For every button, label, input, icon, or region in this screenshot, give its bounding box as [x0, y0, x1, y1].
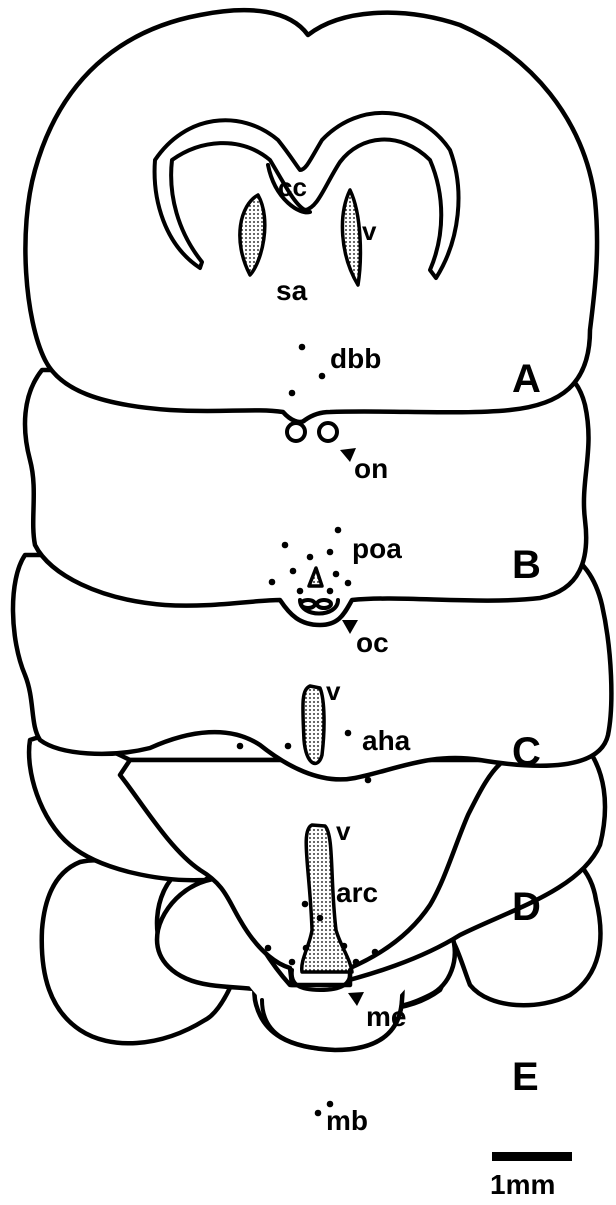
- label-me: me: [366, 1001, 406, 1032]
- label-mb: mb: [326, 1105, 368, 1136]
- ventricle-c: [303, 686, 324, 763]
- label-v-c: v: [326, 676, 341, 706]
- label-v-a: v: [362, 216, 377, 246]
- section-label-a: A: [512, 357, 541, 401]
- label-v-d: v: [336, 816, 351, 846]
- section-label-e: E: [512, 1055, 539, 1099]
- scale-bar: [492, 1152, 572, 1161]
- section-label-b: B: [512, 543, 541, 587]
- label-poa: poa: [352, 533, 402, 564]
- label-sa: sa: [276, 275, 308, 306]
- label-arc: arc: [336, 877, 378, 908]
- section-label-c: C: [512, 730, 541, 774]
- label-cc: cc: [278, 172, 307, 202]
- section-label-d: D: [512, 885, 541, 929]
- label-aha: aha: [362, 725, 411, 756]
- scale-bar-label: 1mm: [490, 1169, 555, 1200]
- label-dbb: dbb: [330, 343, 381, 374]
- label-on: on: [354, 453, 388, 484]
- label-oc: oc: [356, 627, 389, 658]
